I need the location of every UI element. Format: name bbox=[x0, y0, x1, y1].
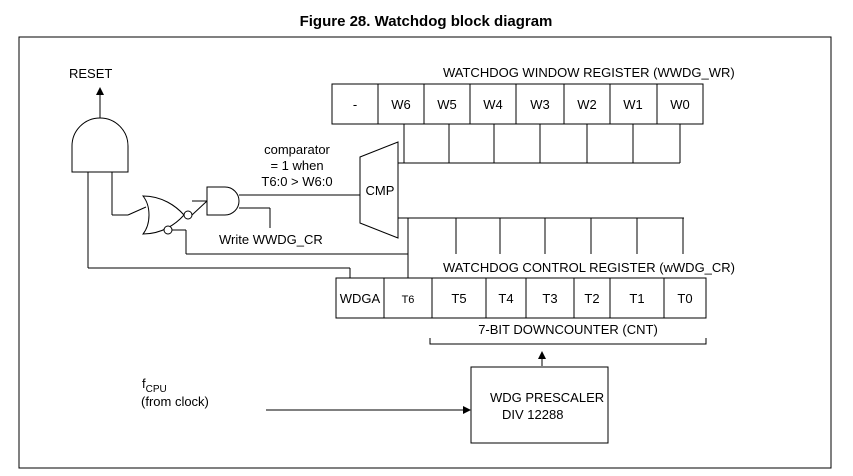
and-gate-write bbox=[206, 186, 240, 216]
control-register-bit-5-label: T5 bbox=[451, 291, 466, 306]
control-register-bit-4-label: T4 bbox=[498, 291, 513, 306]
clock-input-desc: (from clock) bbox=[141, 394, 209, 409]
control-register-bit-7 bbox=[335, 277, 385, 319]
control-register-bit-1 bbox=[609, 277, 665, 319]
clock-sub: CPU bbox=[146, 384, 167, 395]
prescaler-block bbox=[470, 366, 609, 444]
figure-title: Figure 28. Watchdog block diagram bbox=[300, 13, 553, 30]
or-gate-output-bubble bbox=[183, 210, 193, 220]
reset-label: RESET bbox=[69, 66, 112, 81]
control-register-bit-7-label: WDGA bbox=[340, 291, 381, 306]
downcounter-label: 7-BIT DOWNCOUNTER (CNT) bbox=[478, 322, 658, 337]
comparator-block-label: CMP bbox=[366, 183, 395, 198]
or-gate-input-bubble bbox=[163, 225, 173, 235]
or-output-wire bbox=[191, 200, 208, 216]
comparator-desc-2: = 1 when bbox=[270, 158, 323, 173]
control-register-bit-3 bbox=[525, 277, 575, 319]
clock-input-label: fCPU bbox=[142, 376, 167, 395]
window-register-bit-5 bbox=[423, 83, 471, 125]
comparator-block bbox=[359, 141, 399, 239]
window-register-bit-2-label: W2 bbox=[577, 97, 597, 112]
window-register-bit-7-label: - bbox=[353, 97, 357, 112]
control-register-bit-1-label: T1 bbox=[629, 291, 644, 306]
window-bus bbox=[398, 124, 681, 164]
window-register-bit-6-label: W6 bbox=[391, 97, 411, 112]
control-register-bit-0-label: T0 bbox=[677, 291, 692, 306]
control-register-bit-0 bbox=[663, 277, 707, 319]
window-register-bit-3-label: W3 bbox=[530, 97, 550, 112]
window-register-bit-1-label: W1 bbox=[623, 97, 643, 112]
comparator-desc-3: T6:0 > W6:0 bbox=[261, 174, 332, 189]
window-register-bit-4-label: W4 bbox=[483, 97, 503, 112]
and-gate-reset bbox=[71, 117, 129, 173]
control-register: WDGA T6 T5 T4 T3 T2 T1 T0 bbox=[335, 277, 707, 319]
window-register: - W6 W5 W4 W3 W2 W1 W0 bbox=[331, 83, 704, 125]
window-register-bit-1 bbox=[609, 83, 658, 125]
clock-f: f bbox=[142, 376, 146, 391]
write-signal-label: Write WWDG_CR bbox=[219, 232, 323, 247]
downcounter-bracket bbox=[429, 338, 707, 345]
control-register-bit-6 bbox=[383, 277, 433, 319]
control-register-bit-6-label: T6 bbox=[402, 294, 415, 306]
prescaler-line-2: DIV 12288 bbox=[502, 407, 563, 422]
window-register-bit-7 bbox=[331, 83, 379, 125]
window-register-bit-4 bbox=[469, 83, 517, 125]
prescaler-line-1: WDG PRESCALER bbox=[490, 390, 604, 405]
control-register-bit-2-label: T2 bbox=[584, 291, 599, 306]
control-bus bbox=[398, 217, 684, 278]
comparator-desc-1: comparator bbox=[264, 142, 330, 157]
or-gate bbox=[141, 195, 185, 235]
window-register-bit-0-label: W0 bbox=[670, 97, 690, 112]
window-register-bit-2 bbox=[563, 83, 611, 125]
control-register-bit-3-label: T3 bbox=[542, 291, 557, 306]
window-register-label: WATCHDOG WINDOW REGISTER (WWDG_WR) bbox=[443, 65, 735, 80]
control-register-bit-5 bbox=[431, 277, 487, 319]
control-register-bit-4 bbox=[485, 277, 527, 319]
control-register-label: WATCHDOG CONTROL REGISTER (wWDG_CR) bbox=[443, 260, 735, 275]
diagram-frame bbox=[18, 36, 832, 469]
control-register-bit-2 bbox=[573, 277, 611, 319]
window-register-bit-0 bbox=[656, 83, 704, 125]
window-register-bit-5-label: W5 bbox=[437, 97, 457, 112]
